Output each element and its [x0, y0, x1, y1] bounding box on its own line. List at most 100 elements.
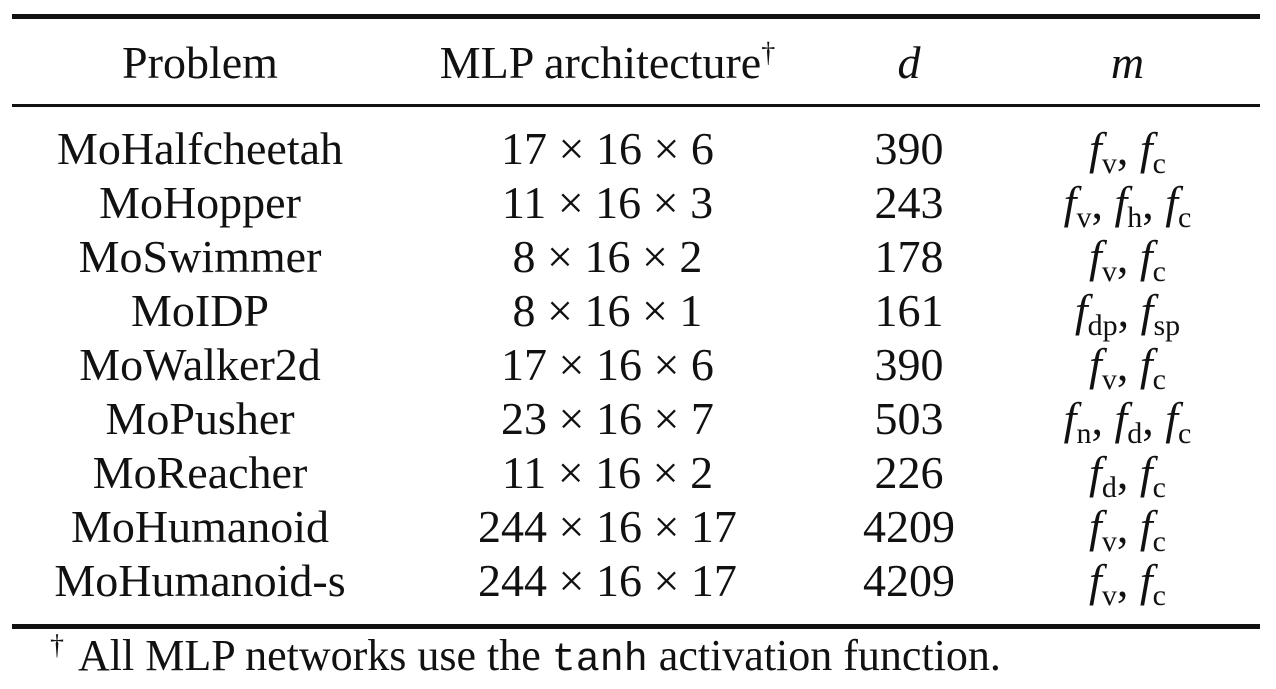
objective-subscript: v — [1101, 255, 1117, 288]
footnote-text-after: activation function. — [647, 631, 1001, 680]
objective-symbol: fv — [1089, 501, 1117, 557]
objective-separator: , — [1116, 555, 1140, 606]
objective-base: f — [1139, 339, 1153, 390]
header-m: m — [1110, 37, 1145, 88]
cell-architecture: 23 × 16 × 7 — [501, 393, 714, 444]
header-architecture-label: MLP architecture — [439, 37, 762, 88]
objective-base: f — [1139, 555, 1153, 606]
objective-symbol: fc — [1139, 231, 1166, 287]
cell-problem: MoHumanoid-s — [54, 555, 346, 606]
cell-m: fv, fc — [1005, 230, 1250, 287]
objective-base: f — [1139, 447, 1153, 498]
cell-problem: MoHopper — [99, 177, 301, 228]
objective-subscript: c — [1152, 525, 1166, 558]
objective-subscript: d — [1101, 471, 1117, 504]
objective-subscript: sp — [1153, 309, 1181, 342]
cell-d: 390 — [874, 123, 944, 174]
objective-separator: , — [1116, 231, 1140, 282]
cell-problem: MoPusher — [105, 393, 295, 444]
objective-base: f — [1114, 393, 1128, 444]
objective-separator: , — [1091, 393, 1115, 444]
objective-subscript: v — [1101, 147, 1117, 180]
cell-architecture: 11 × 16 × 2 — [501, 447, 714, 498]
objective-subscript: c — [1152, 471, 1166, 504]
cell-d: 243 — [874, 177, 944, 228]
header-d: d — [897, 37, 921, 88]
objective-symbol: fd — [1114, 393, 1142, 449]
objective-symbol: fsp — [1140, 285, 1180, 341]
objective-symbol: fdp — [1074, 285, 1118, 341]
cell-m: fv, fc — [1005, 500, 1250, 557]
objective-symbol: fc — [1139, 501, 1166, 557]
cell-d: 503 — [874, 393, 944, 444]
cell-architecture: 11 × 16 × 3 — [501, 177, 714, 228]
objective-subscript: v — [1101, 525, 1117, 558]
header-problem: Problem — [122, 37, 278, 88]
objective-symbol: fc — [1139, 123, 1166, 179]
objective-base: f — [1165, 393, 1178, 444]
cell-architecture: 244 × 16 × 17 — [478, 501, 737, 552]
objective-base: f — [1063, 393, 1077, 444]
objective-base: f — [1089, 339, 1102, 390]
objective-subscript: h — [1127, 201, 1143, 234]
objective-base: f — [1139, 501, 1153, 552]
footnote-code: tanh — [551, 638, 648, 683]
objective-symbol: fc — [1139, 447, 1166, 503]
footnote: † All MLP networks use the tanh activatio… — [50, 628, 1001, 689]
objective-subscript: c — [1152, 147, 1166, 180]
objective-base: f — [1139, 231, 1153, 282]
cell-problem: MoWalker2d — [79, 339, 321, 390]
cell-m: fv, fc — [1005, 554, 1250, 611]
header-rule — [12, 104, 1260, 107]
cell-problem: MoHalfcheetah — [56, 123, 344, 174]
cell-architecture: 8 × 16 × 1 — [512, 285, 703, 336]
cell-m: fdp, fsp — [1005, 284, 1250, 341]
objective-symbol: fh — [1114, 177, 1142, 233]
cell-architecture: 244 × 16 × 17 — [478, 555, 737, 606]
objective-base: f — [1089, 501, 1102, 552]
bottom-rule — [12, 624, 1260, 629]
objective-symbol: fv — [1089, 123, 1117, 179]
objective-separator: , — [1091, 177, 1115, 228]
cell-problem: MoHumanoid — [70, 501, 330, 552]
objective-base: f — [1063, 177, 1077, 228]
cell-m: fn, fd, fc — [1005, 392, 1250, 449]
objective-base: f — [1139, 123, 1153, 174]
objective-subscript: dp — [1087, 309, 1118, 342]
header-architecture-dagger: † — [761, 37, 776, 69]
objective-symbol: fc — [1139, 339, 1166, 395]
objective-base: f — [1089, 447, 1102, 498]
objective-separator: , — [1117, 285, 1141, 336]
objective-symbol: fv — [1089, 231, 1117, 287]
cell-m: fv, fh, fc — [1005, 176, 1250, 233]
cell-d: 161 — [874, 285, 944, 336]
objective-symbol: fc — [1139, 555, 1166, 611]
objective-symbol: fv — [1089, 339, 1117, 395]
objective-subscript: n — [1076, 417, 1092, 450]
objective-base: f — [1140, 285, 1154, 336]
cell-m: fv, fc — [1005, 338, 1250, 395]
objective-symbol: fd — [1089, 447, 1117, 503]
objective-symbol: fv — [1089, 555, 1117, 611]
cell-problem: MoReacher — [92, 447, 308, 498]
objective-base: f — [1074, 285, 1088, 336]
objective-subscript: c — [1178, 201, 1192, 234]
objective-subscript: v — [1101, 363, 1117, 396]
objective-base: f — [1089, 123, 1102, 174]
objective-subscript: d — [1127, 417, 1143, 450]
cell-d: 4209 — [863, 501, 955, 552]
footnote-dagger: † — [50, 630, 64, 662]
cell-m: fd, fc — [1005, 446, 1250, 503]
objective-subscript: v — [1101, 579, 1117, 612]
header-architecture: MLP architecture† — [425, 36, 790, 90]
cell-architecture: 17 × 16 × 6 — [501, 339, 714, 390]
objective-separator: , — [1116, 123, 1140, 174]
objective-subscript: c — [1178, 417, 1192, 450]
objective-base: f — [1089, 231, 1102, 282]
cell-problem: MoSwimmer — [78, 231, 322, 282]
cell-architecture: 17 × 16 × 6 — [501, 123, 714, 174]
footnote-text-before: All MLP networks use the — [78, 631, 552, 680]
objective-base: f — [1114, 177, 1128, 228]
objective-separator: , — [1142, 177, 1166, 228]
objective-symbol: fv — [1063, 177, 1092, 233]
